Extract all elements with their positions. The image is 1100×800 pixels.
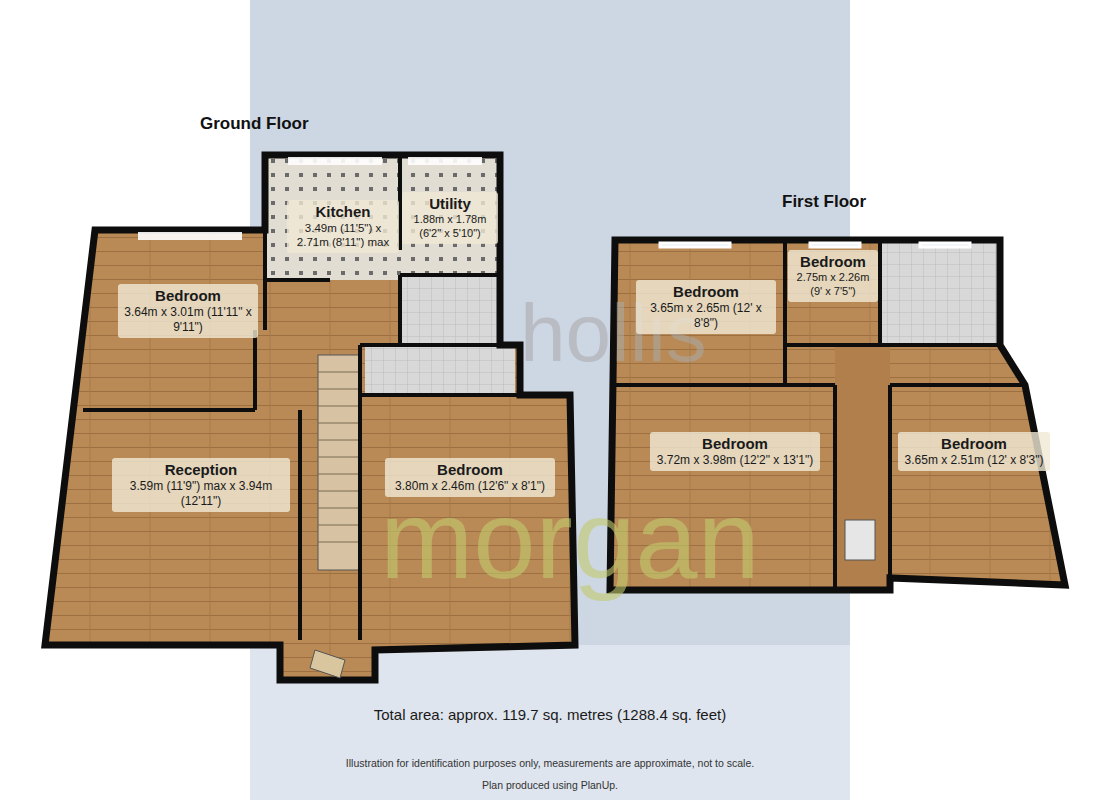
room-label: Bedroom2.75m x 2.26m (9' x 7'5") <box>788 250 878 302</box>
room-name: Bedroom <box>389 461 551 479</box>
room-name: Utility <box>406 195 494 213</box>
room-dimensions: 2.75m x 2.26m (9' x 7'5") <box>792 271 874 299</box>
room-name: Bedroom <box>640 283 772 301</box>
room-label: Kitchen3.49m (11'5") x 2.71m (8'11") max <box>287 200 399 253</box>
room-dimensions: 1.88m x 1.78m (6'2" x 5'10") <box>406 213 494 241</box>
room-dimensions: 3.59m (11'9") max x 3.94m (12'11") <box>116 479 286 509</box>
floor-outline: Ground FloorKitchen3.49m (11'5") x 2.71m… <box>40 112 585 687</box>
room-dimensions: 3.65m x 2.65m (12' x 8'8") <box>640 301 772 331</box>
room-dimensions: 3.72m x 3.98m (12'2" x 13'1") <box>654 453 816 468</box>
total-area: Total area: approx. 119.7 sq. metres (12… <box>0 707 1100 724</box>
room-label: Bedroom3.72m x 3.98m (12'2" x 13'1") <box>650 432 820 471</box>
disclaimer: Illustration for identification purposes… <box>0 758 1100 770</box>
room-name: Kitchen <box>291 203 395 221</box>
room-label: Reception3.59m (11'9") max x 3.94m (12'1… <box>112 458 290 512</box>
room-name: Bedroom <box>792 253 874 271</box>
room-dimensions: 3.80m x 2.46m (12'6" x 8'1") <box>389 479 551 494</box>
room-name: Reception <box>116 461 286 479</box>
floor-outline: First FloorBedroom3.65m x 2.65m (12' x 8… <box>600 192 1080 597</box>
credit-note: Plan produced using PlanUp. <box>0 780 1100 792</box>
floor-heading: Ground Floor <box>200 114 309 134</box>
room-label: Bedroom3.65m x 2.51m (12' x 8'3") <box>898 432 1050 471</box>
room-label: Bedroom3.80m x 2.46m (12'6" x 8'1") <box>385 458 555 497</box>
room-label: Utility1.88m x 1.78m (6'2" x 5'10") <box>402 192 498 244</box>
room-label: Bedroom3.65m x 2.65m (12' x 8'8") <box>636 280 776 334</box>
room-name: Bedroom <box>122 287 254 305</box>
room-dimensions: 3.65m x 2.51m (12' x 8'3") <box>902 453 1046 468</box>
room-label: Bedroom3.64m x 3.01m (11'11" x 9'11") <box>118 284 258 338</box>
room-dimensions: 3.64m x 3.01m (11'11" x 9'11") <box>122 305 254 335</box>
room-name: Bedroom <box>654 435 816 453</box>
floor-heading: First Floor <box>782 192 866 212</box>
room-name: Bedroom <box>902 435 1046 453</box>
room-dimensions: 3.49m (11'5") x 2.71m (8'11") max <box>291 221 395 250</box>
